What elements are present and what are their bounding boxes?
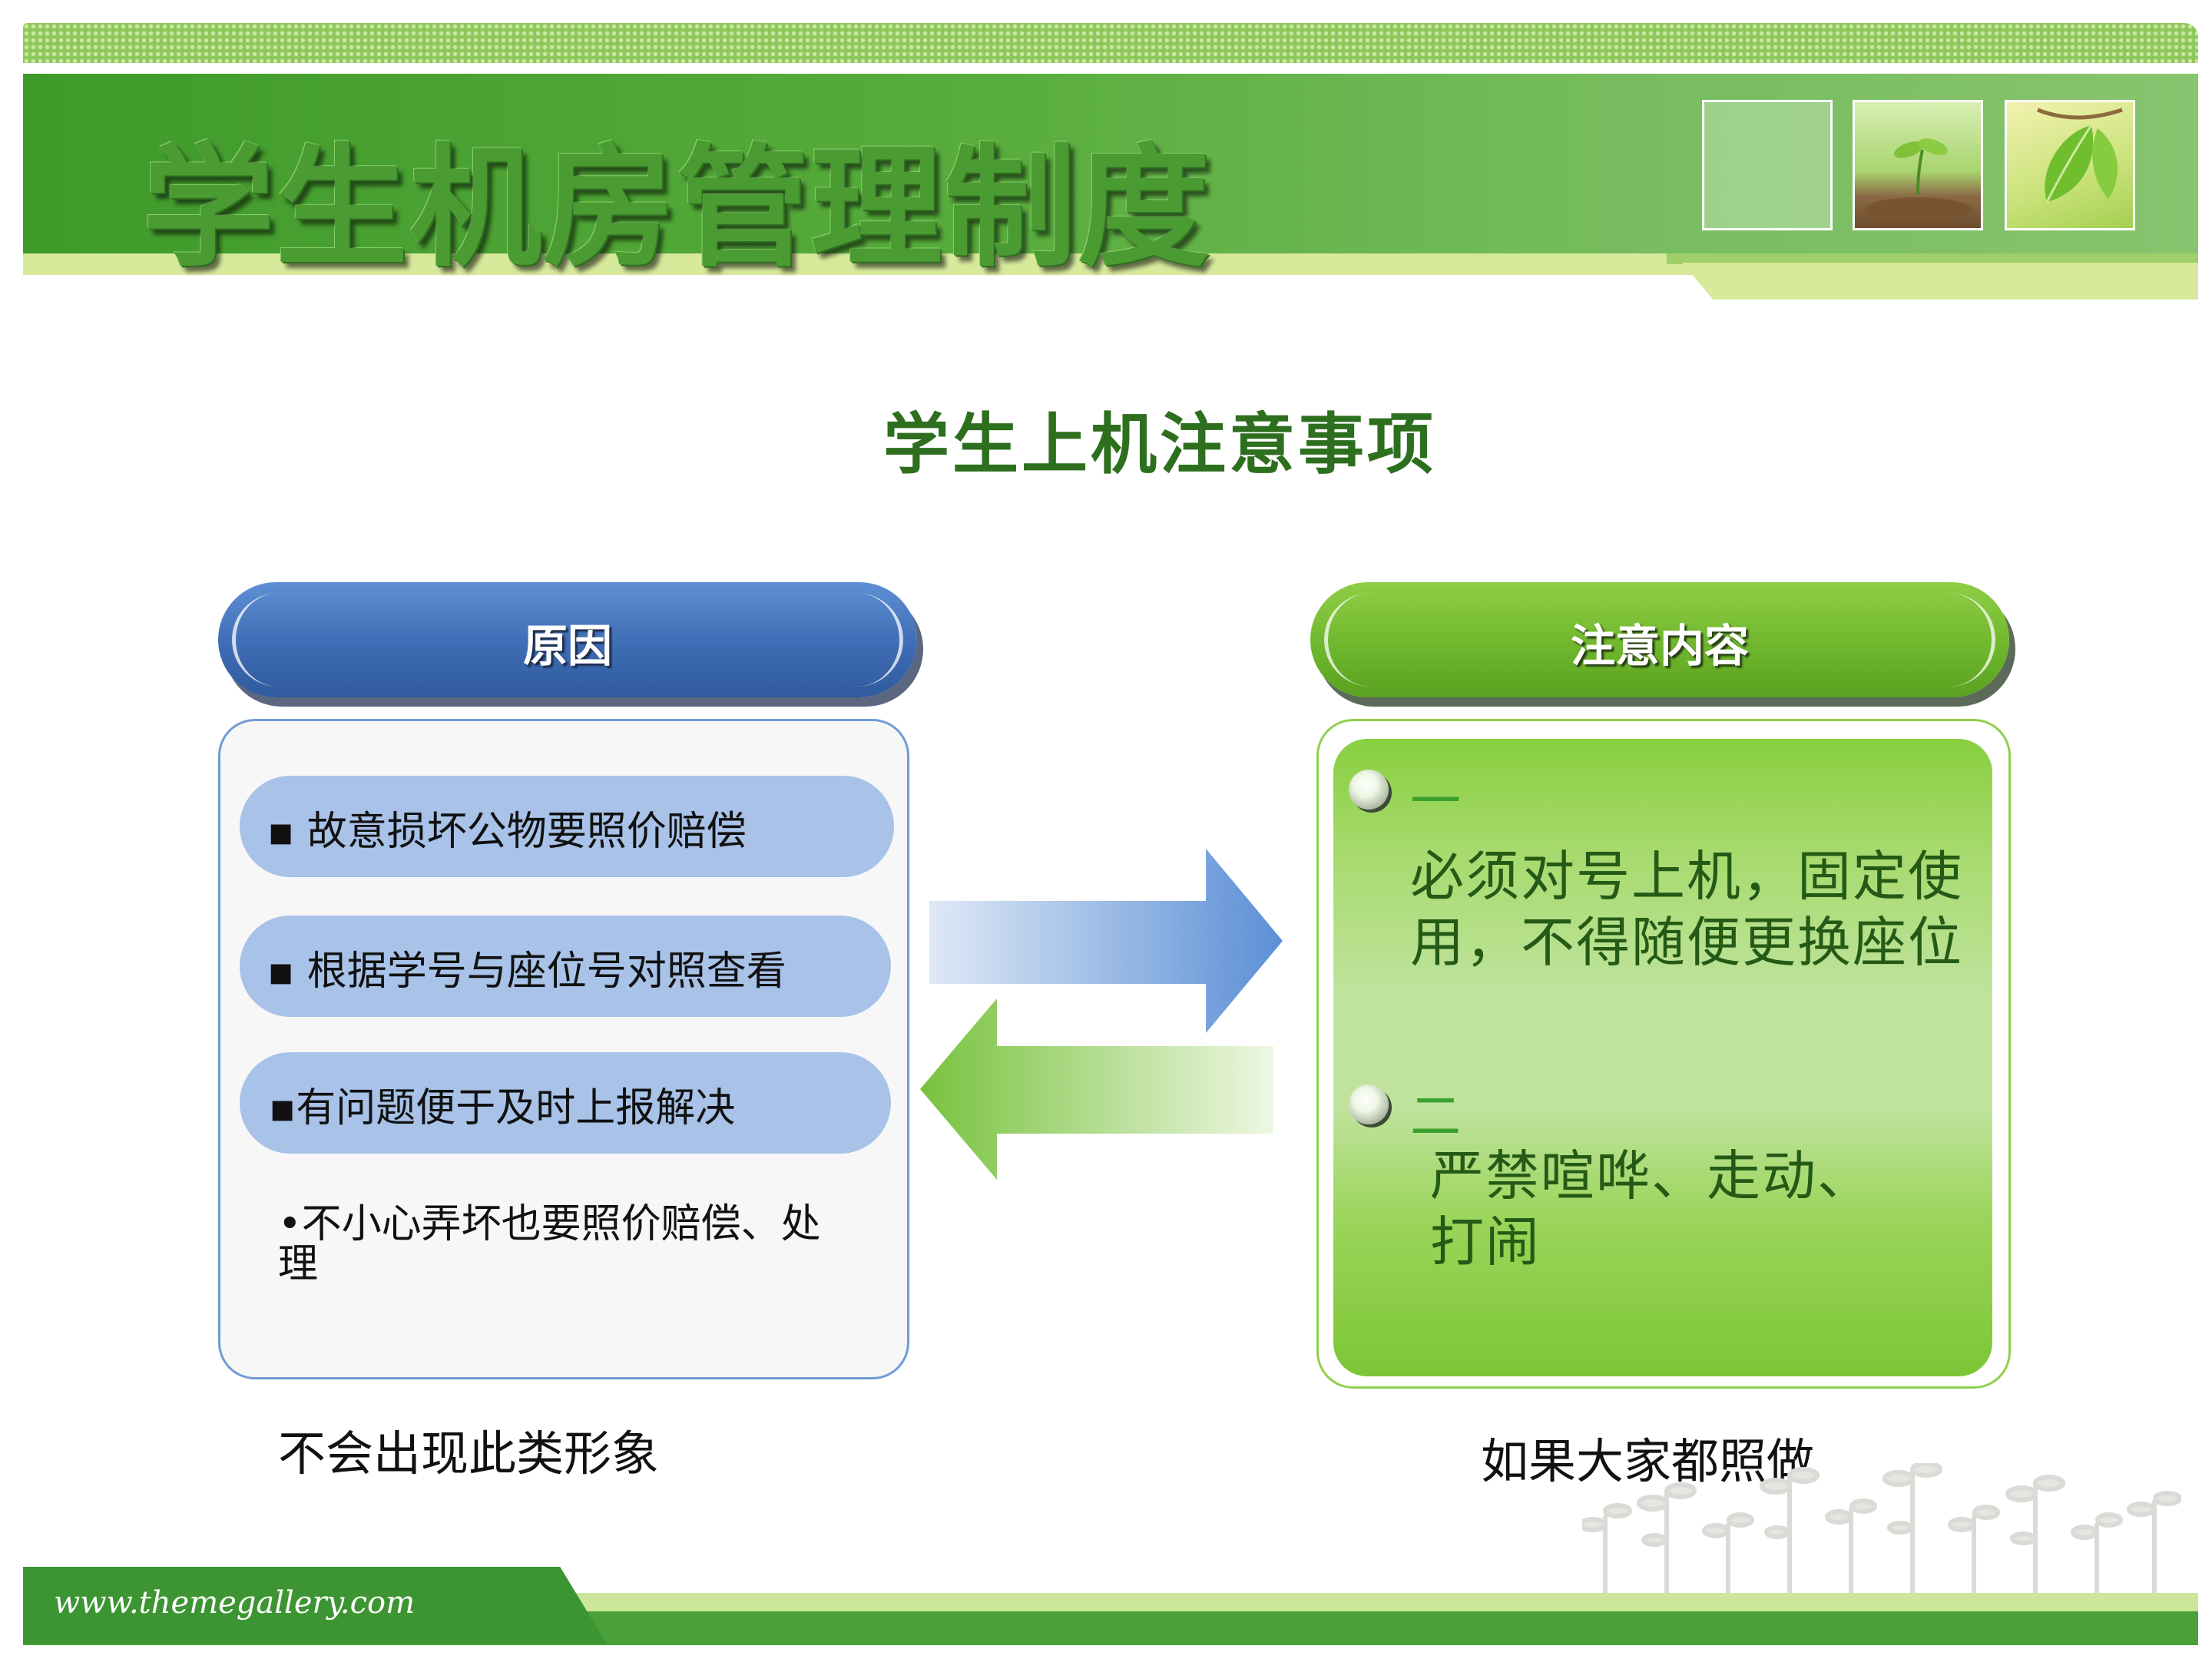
reasons-header-label: 原因 (522, 620, 612, 672)
rule-text-line: 必须对号上机，固定使 (1410, 845, 1963, 908)
reason-extra-line: 理 (278, 1241, 319, 1287)
reason-item-text: ▪有问题便于及时上报解决 (269, 1085, 736, 1131)
leaf-icon (2037, 108, 2123, 203)
sphere-bullet-icon (1349, 1084, 1389, 1124)
rule-number: 二 (1410, 1087, 1461, 1146)
notes-header-label: 注意内容 (1570, 620, 1749, 672)
section-title: 学生上机注意事项 (883, 406, 1436, 483)
notes-panel-inner (1333, 739, 1992, 1376)
reason-item-text: ▪ 根据学号与座位号对照查看 (267, 949, 786, 995)
rule-text: 严禁喧哗、走动、 打闹 (1430, 1143, 1873, 1275)
seedling-thumbnail (1853, 100, 1983, 230)
leaf-thumbnail (2005, 100, 2135, 230)
left-caption: 不会出现此类形象 (278, 1426, 660, 1482)
slide-title: 学生机房管理制度 (142, 129, 1211, 285)
reason-extra-note: •不小心弄坏也要照价赔偿、处 理 (278, 1204, 892, 1284)
rule-number: 一 (1410, 772, 1461, 831)
header-dotted-strip (23, 23, 2198, 63)
rule-text-line: 严禁喧哗、走动、 (1430, 1144, 1873, 1207)
sprouts-decoration (1582, 1463, 2181, 1601)
arrow-right-icon (929, 849, 1283, 1033)
reason-item-text: ▪ 故意损坏公物要照价赔偿 (267, 809, 747, 855)
header-band (23, 74, 2198, 253)
reason-item: ▪ 故意损坏公物要照价赔偿 (240, 776, 894, 877)
reason-item: ▪有问题便于及时上报解决 (240, 1052, 891, 1154)
footer-green-block (23, 1567, 607, 1644)
rule-text-line: 打闹 (1430, 1210, 1541, 1273)
seedling-icon (1864, 138, 1972, 222)
blank-thumbnail (1702, 100, 1833, 230)
footer-url: www.themegallery.com (54, 1585, 416, 1621)
reason-extra-line: •不小心弄坏也要照价赔偿、处 (278, 1201, 821, 1247)
reason-item: ▪ 根据学号与座位号对照查看 (240, 916, 891, 1017)
rule-text: 必须对号上机，固定使 用，不得随便更换座位 (1410, 843, 1963, 975)
sphere-bullet-icon (1349, 770, 1389, 810)
header-lime-step (1682, 263, 2198, 300)
notes-header-pill: 注意内容 (1310, 582, 2009, 697)
arrow-left-icon (920, 998, 1273, 1180)
header-accent-stripe (1667, 253, 2198, 264)
right-caption: 如果大家都照做 (1481, 1433, 1815, 1489)
reasons-header-pill: 原因 (218, 582, 917, 697)
rule-text-line: 用，不得随便更换座位 (1410, 911, 1963, 974)
